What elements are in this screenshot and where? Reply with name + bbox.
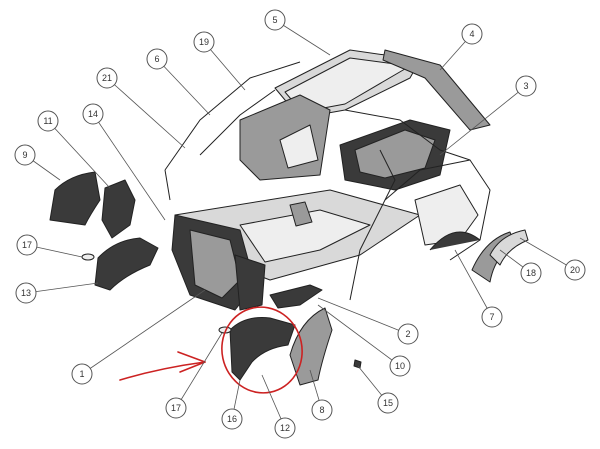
red-arrow-shaft (119, 361, 206, 381)
callout-21: 21 (96, 67, 118, 89)
callout-label: 20 (570, 265, 580, 275)
wheelhouse-liner-left (94, 237, 159, 291)
callout-2: 2 (397, 323, 419, 345)
strut-bracket-left (101, 179, 136, 239)
callout-label: 16 (227, 414, 237, 424)
callout-label: 21 (102, 73, 112, 83)
callout-label: 14 (88, 109, 98, 119)
callout-label: 11 (43, 116, 52, 126)
callout-18: 18 (520, 262, 542, 284)
right-body-side (349, 159, 491, 301)
callout-1: 1 (71, 363, 93, 385)
callout-9: 9 (14, 144, 36, 166)
callout-label: 7 (489, 312, 494, 322)
callout-label: 19 (199, 37, 209, 47)
callout-label: 5 (272, 15, 277, 25)
callout-20: 20 (564, 259, 586, 281)
clip-fastener (353, 359, 362, 369)
callout-8: 8 (311, 399, 333, 421)
tunnel-panel (289, 201, 313, 227)
front-fender-left (49, 171, 101, 226)
part-rear-roof-bow (382, 49, 491, 131)
a-pillar-left (164, 61, 301, 171)
front-rail-left (234, 254, 266, 311)
wheelhouse-liner-right (229, 317, 296, 381)
callout-13: 13 (15, 282, 37, 304)
callout-10: 10 (389, 355, 411, 377)
callout-label: 15 (383, 398, 393, 408)
callout-label: 2 (405, 329, 410, 339)
callout-5: 5 (264, 9, 286, 31)
car-body-shell (164, 49, 491, 311)
inner-panel-opening (279, 124, 319, 169)
red-arrow-head (177, 351, 206, 373)
callout-12: 12 (274, 417, 296, 439)
red-annotation (119, 306, 303, 394)
front-rail-bracket-right (269, 284, 323, 309)
callout-label: 10 (395, 361, 405, 371)
callout-3: 3 (515, 75, 537, 97)
grommet-left (81, 253, 95, 261)
callout-6: 6 (146, 48, 168, 70)
callout-4: 4 (461, 23, 483, 45)
callout-label: 3 (523, 81, 528, 91)
windshield-header (199, 89, 276, 156)
callout-14: 14 (82, 103, 104, 125)
rear-wheelhouse-inner (354, 129, 436, 179)
rear-wheel-arch-right (429, 231, 481, 251)
callout-label: 18 (526, 268, 536, 278)
a-pillar-base (164, 169, 171, 201)
callout-label: 8 (319, 405, 324, 415)
callout-label: 4 (469, 29, 474, 39)
rear-door-opening (414, 184, 479, 246)
callout-15: 15 (377, 392, 399, 414)
callout-label: 6 (154, 54, 159, 64)
callout-label: 9 (22, 150, 27, 160)
red-circle-highlight (221, 306, 303, 394)
callout-label: 17 (22, 240, 32, 250)
callout-17-left: 17 (16, 234, 38, 256)
callout-label: 1 (79, 369, 84, 379)
roof-rail-right (344, 109, 471, 161)
b-pillar-right (379, 149, 396, 201)
callout-label: 13 (21, 288, 31, 298)
bulkhead-inner (189, 229, 241, 299)
callout-label: 17 (171, 403, 181, 413)
callout-11: 11 (37, 110, 59, 132)
rear-arch-liner-outer (489, 229, 529, 266)
callout-16: 16 (221, 408, 243, 430)
callout-label: 12 (280, 423, 290, 433)
callout-17-right: 17 (165, 397, 187, 419)
rear-header-panel (382, 49, 491, 131)
callout-7: 7 (481, 306, 503, 328)
callout-19: 19 (193, 31, 215, 53)
